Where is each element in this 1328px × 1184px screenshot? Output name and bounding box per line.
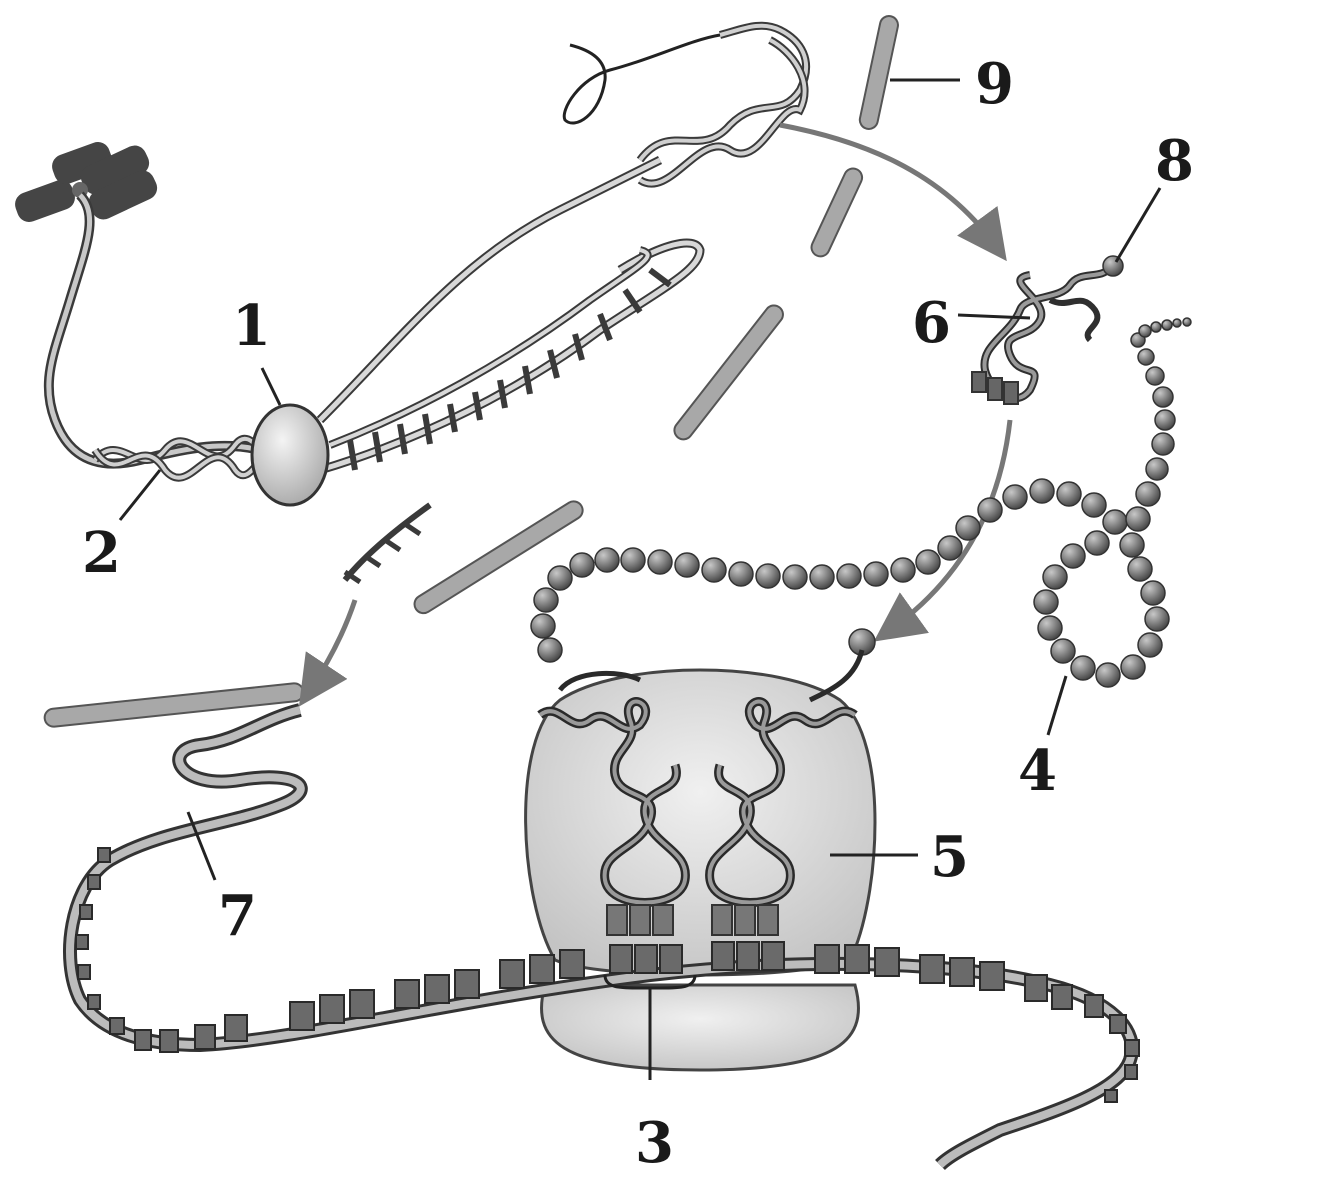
label-8: 8 [1155, 128, 1194, 194]
label-4: 4 [1018, 738, 1057, 804]
chromosome-icon [15, 142, 158, 222]
dna-strand [43, 191, 262, 469]
label-1: 1 [232, 293, 271, 359]
bound-trna-left [537, 670, 690, 936]
leader-6 [957, 313, 1031, 320]
mrna-strand [63, 703, 1140, 1171]
label-2: 2 [82, 520, 121, 586]
nuclear-membrane [43, 15, 899, 728]
dna-helix-top [562, 21, 810, 188]
label-3: 3 [635, 1110, 674, 1176]
leader-3 [603, 974, 697, 1080]
leader-2 [118, 469, 162, 521]
leader-4 [1046, 675, 1068, 736]
free-trna [971, 255, 1124, 405]
label-7: 7 [218, 883, 257, 949]
mrna-transcript [342, 502, 432, 585]
leader-1 [260, 367, 282, 406]
amino-acid [1102, 255, 1124, 277]
transcription-bubble [316, 155, 705, 475]
ribosome [524, 668, 877, 1072]
dna-double-helix [91, 434, 274, 482]
label-6: 6 [912, 290, 951, 356]
label-5: 5 [930, 824, 969, 890]
leader-8 [1114, 187, 1162, 263]
rna-polymerase [250, 403, 330, 507]
arrow-to-trna [779, 122, 1007, 262]
label-9: 9 [975, 51, 1014, 117]
leader-7 [186, 811, 217, 881]
arrow-to-ribosome [873, 419, 1013, 642]
polypeptide-chain [530, 317, 1192, 688]
arrow-to-mrna [298, 599, 358, 707]
bound-trna-right [705, 649, 865, 936]
